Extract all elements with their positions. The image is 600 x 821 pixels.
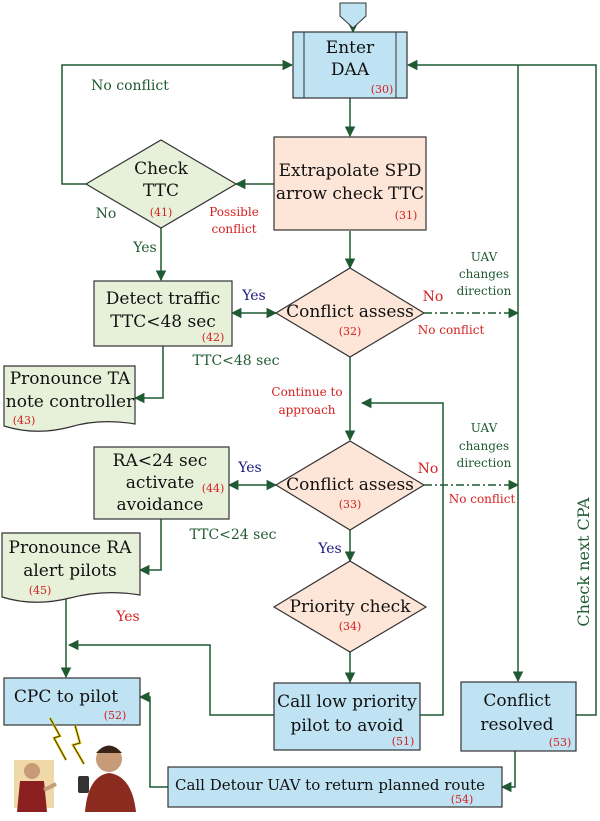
resolved-line1: Conflict [483,691,550,711]
priority-num: (34) [339,620,362,633]
edge-resolved-to-detour [500,751,516,793]
lowpriority-num: (51) [392,735,415,748]
checkttc-num: (41) [150,206,173,219]
label-no-ttc: No [96,206,117,222]
ra-num: (44) [202,482,225,495]
label-check-next-cpa: Check next CPA [574,497,593,627]
pronra-num: (45) [29,584,52,597]
label-uav2-line1: UAV [471,421,498,435]
node-conflict-resolved: Conflict resolved (53) [460,681,577,752]
extrapolate-line1: Extrapolate SPD [279,161,422,181]
extrapolate-num: (31) [395,209,418,222]
ta-line1: Pronounce TA [10,369,131,389]
label-yes-detect: Yes [241,288,266,304]
node-check-ttc: Check TTC (41) [84,139,238,229]
node-priority-check: Priority check (34) [272,560,428,653]
cpc-label: CPC to pilot [14,687,118,707]
pronra-line2: alert pilots [23,561,117,581]
node-ra-activate: RA<24 sec activate avoidance (44) [93,446,230,520]
lowpriority-line2: pilot to avoid [291,716,404,736]
node-enter-daa: Enter DAA (30) [292,31,408,99]
label-no-conflict-top: No conflict [91,78,169,94]
label-no-assess1: No [423,289,444,305]
label-no-conflict-assess1: No conflict [418,323,485,337]
enter-line1: Enter [326,38,375,58]
pronra-line1: Pronounce RA [9,538,133,558]
label-no-assess2: No [418,461,439,477]
start-terminal [339,2,367,29]
label-no-conflict-assess2: No conflict [449,492,516,506]
node-low-priority: Call low priority pilot to avoid (51) [273,682,421,751]
priority-label: Priority check [290,597,412,617]
ta-line2: note controller [6,392,135,412]
connectors [60,22,597,793]
label-uav2-line3: direction [457,456,512,470]
assess1-label: Conflict assess [286,302,414,322]
node-detect-traffic: Detect traffic TTC<48 sec (42) [93,280,233,347]
detect-num: (42) [202,331,225,344]
edge-ra-to-pronra [138,519,162,576]
ta-num: (43) [13,414,36,427]
edge-labels: No conflict No Possible conflict Yes Yes… [91,78,593,627]
node-pronounce-ta: Pronounce TA note controller (43) [3,365,136,432]
edge-detour-to-cpc [138,691,168,788]
detect-line2: TTC<48 sec [110,312,216,332]
label-yes-cpc: Yes [115,609,140,625]
label-uav2-line2: changes [459,439,509,453]
label-yes-ttc: Yes [132,240,157,256]
label-possible-2: conflict [211,222,256,236]
edge-lowpriority-to-cpc [67,639,274,716]
node-cpc-to-pilot: CPC to pilot (52) [3,677,141,726]
extrapolate-line2: arrow check TTC [276,184,424,204]
enter-num: (30) [371,83,394,96]
checkttc-line1: Check [134,159,189,179]
node-conflict-assess-1: Conflict assess (32) [274,267,426,358]
assess2-num: (33) [339,498,362,511]
assess2-label: Conflict assess [286,475,414,495]
label-uav1-line3: direction [457,284,512,298]
label-continue-1: Continue to [271,385,342,399]
resolved-line2: resolved [480,715,553,735]
label-uav1-line2: changes [459,267,509,281]
node-call-detour: Call Detour UAV to return planned route … [167,766,503,808]
label-uav1-line1: UAV [471,250,498,264]
ra-line3: avoidance [117,495,204,515]
label-yes-priority: Yes [317,541,342,557]
node-pronounce-ra: Pronounce RA alert pilots (45) [1,532,141,603]
detect-line1: Detect traffic [106,289,220,309]
detour-label: Call Detour UAV to return planned route [175,776,485,794]
assess1-num: (32) [339,325,362,338]
checkttc-line2: TTC [143,181,179,201]
node-extrapolate: Extrapolate SPD arrow check TTC (31) [273,136,427,231]
detour-num: (54) [451,793,474,806]
resolved-num: (53) [549,736,572,749]
edge-resolved-check-next [518,64,597,716]
enter-line2: DAA [331,60,370,80]
edge-checkttc-no-to-enter [61,59,294,185]
node-conflict-assess-2: Conflict assess (33) [274,440,426,531]
label-ttc48: TTC<48 sec [193,353,280,369]
lowpriority-line1: Call low priority [277,692,417,712]
edge-detect-to-ta [133,346,164,404]
ra-line2: activate [126,473,195,493]
ra-line1: RA<24 sec [113,451,208,471]
label-possible-1: Possible [209,205,259,219]
label-ttc24: TTC<24 sec [190,527,277,543]
edge-lowpriority-loop [360,397,444,716]
cpc-num: (52) [104,709,127,722]
label-continue-2: approach [278,403,335,417]
label-yes-ra: Yes [237,460,262,476]
pilots-illustration [14,717,136,812]
